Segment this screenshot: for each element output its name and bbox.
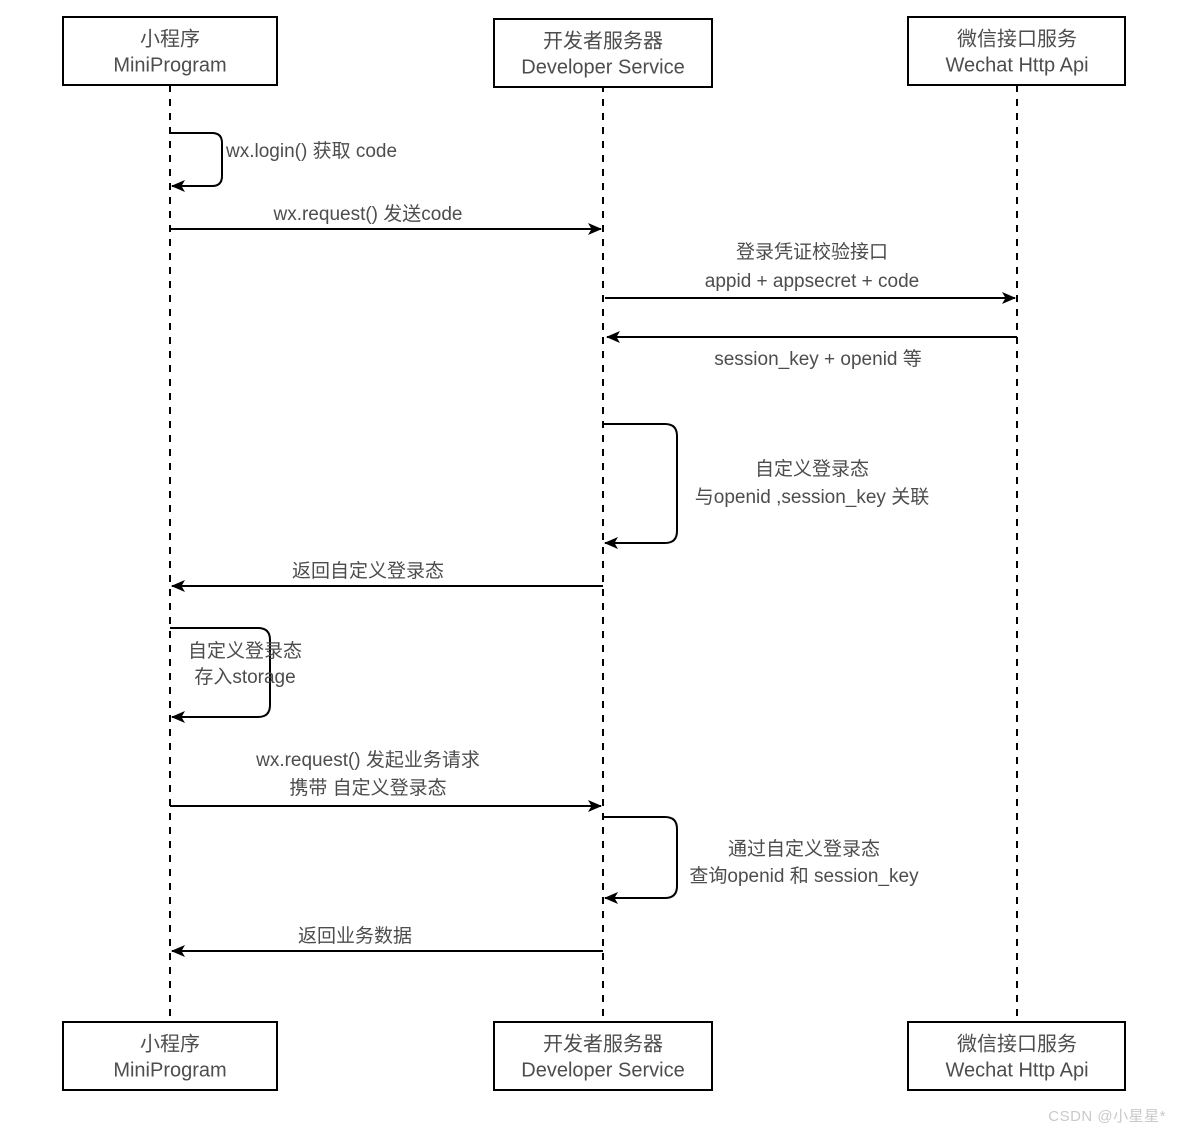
actor-box-footer-wechat-http-api[interactable] xyxy=(907,1021,1126,1091)
actor-header-miniprogram[interactable]: 小程序 MiniProgram xyxy=(62,16,278,86)
message-7-label-line-2: 存入storage xyxy=(194,666,295,688)
message-3-label-line-1: 登录凭证校验接口 xyxy=(736,241,888,263)
message-3-label-line-2: appid + appsecret + code xyxy=(705,271,919,292)
message-10-return-business-data[interactable]: 返回业务数据 xyxy=(171,925,603,957)
message-8-label-line-1: wx.request() 发起业务请求 xyxy=(255,749,480,771)
actor-header-developer-service[interactable]: 开发者服务器 Developer Service xyxy=(493,18,713,88)
message-6-label: 返回自定义登录态 xyxy=(292,560,444,582)
actor-box-developer-service[interactable] xyxy=(493,18,713,88)
message-7-self-loop-store-storage[interactable]: 自定义登录态 存入storage xyxy=(170,627,302,723)
actor-footer-name-en-wechat-http-api: Wechat Http Api xyxy=(945,1059,1088,1081)
message-1-loop-path xyxy=(170,132,223,187)
message-4-session-key-openid[interactable]: session_key + openid 等 xyxy=(606,331,1017,370)
message-9-loop-path xyxy=(603,816,678,899)
actor-name-en-developer-service: Developer Service xyxy=(521,56,684,78)
actor-footer-miniprogram[interactable]: 小程序 MiniProgram xyxy=(62,1021,278,1091)
actor-footer-name-en-developer-service: Developer Service xyxy=(521,1059,684,1081)
actor-footer-wechat-http-api[interactable]: 微信接口服务 Wechat Http Api xyxy=(907,1021,1126,1091)
message-5-label-line-1: 自定义登录态 xyxy=(755,458,869,480)
actor-footer-name-cn-miniprogram: 小程序 xyxy=(140,1032,200,1055)
actor-header-wechat-http-api[interactable]: 微信接口服务 Wechat Http Api xyxy=(907,16,1126,86)
message-7-loop-path xyxy=(170,627,271,718)
actor-box-footer-miniprogram[interactable] xyxy=(62,1021,278,1091)
message-5-loop-path xyxy=(603,423,678,544)
actor-footer-name-en-miniprogram: MiniProgram xyxy=(113,1059,226,1081)
message-8-wx-request-business[interactable]: wx.request() 发起业务请求 携带 自定义登录态 xyxy=(170,749,602,812)
lifelines xyxy=(169,85,1018,1022)
actor-footer-developer-service[interactable]: 开发者服务器 Developer Service xyxy=(493,1021,713,1091)
message-9-label-line-1: 通过自定义登录态 xyxy=(728,838,880,860)
actor-box-footer-developer-service[interactable] xyxy=(493,1021,713,1091)
message-5-label-line-2: 与openid ,session_key 关联 xyxy=(695,486,929,508)
watermark-csdn: CSDN @小星星* xyxy=(1048,1108,1166,1125)
message-9-label-line-2: 查询openid 和 session_key xyxy=(689,865,919,887)
message-1-label: wx.login() 获取 code xyxy=(225,140,397,162)
actor-name-en-miniprogram: MiniProgram xyxy=(113,54,226,76)
message-1-self-loop-wx-login[interactable]: wx.login() 获取 code xyxy=(170,132,397,192)
message-2-label: wx.request() 发送code xyxy=(272,203,462,225)
message-10-label: 返回业务数据 xyxy=(298,925,412,947)
actor-name-cn-miniprogram: 小程序 xyxy=(140,27,200,50)
message-4-label: session_key + openid 等 xyxy=(714,348,922,370)
actor-box-miniprogram[interactable] xyxy=(62,16,278,86)
actor-name-cn-wechat-http-api: 微信接口服务 xyxy=(957,27,1077,50)
message-5-self-loop-custom-login-state[interactable]: 自定义登录态 与openid ,session_key 关联 xyxy=(603,423,929,549)
message-3-login-credential-verify[interactable]: 登录凭证校验接口 appid + appsecret + code xyxy=(605,241,1016,304)
message-8-label-line-2: 携带 自定义登录态 xyxy=(289,777,446,799)
message-7-label-line-1: 自定义登录态 xyxy=(188,640,302,662)
message-2-wx-request-send-code[interactable]: wx.request() 发送code xyxy=(170,203,602,235)
message-6-return-custom-login-state[interactable]: 返回自定义登录态 xyxy=(171,560,603,592)
actor-name-en-wechat-http-api: Wechat Http Api xyxy=(945,54,1088,76)
message-9-self-loop-query-openid[interactable]: 通过自定义登录态 查询openid 和 session_key xyxy=(603,816,919,904)
actor-name-cn-developer-service: 开发者服务器 xyxy=(543,29,663,52)
actor-box-wechat-http-api[interactable] xyxy=(907,16,1126,86)
actor-footer-name-cn-wechat-http-api: 微信接口服务 xyxy=(957,1032,1077,1055)
actor-footer-name-cn-developer-service: 开发者服务器 xyxy=(543,1032,663,1055)
